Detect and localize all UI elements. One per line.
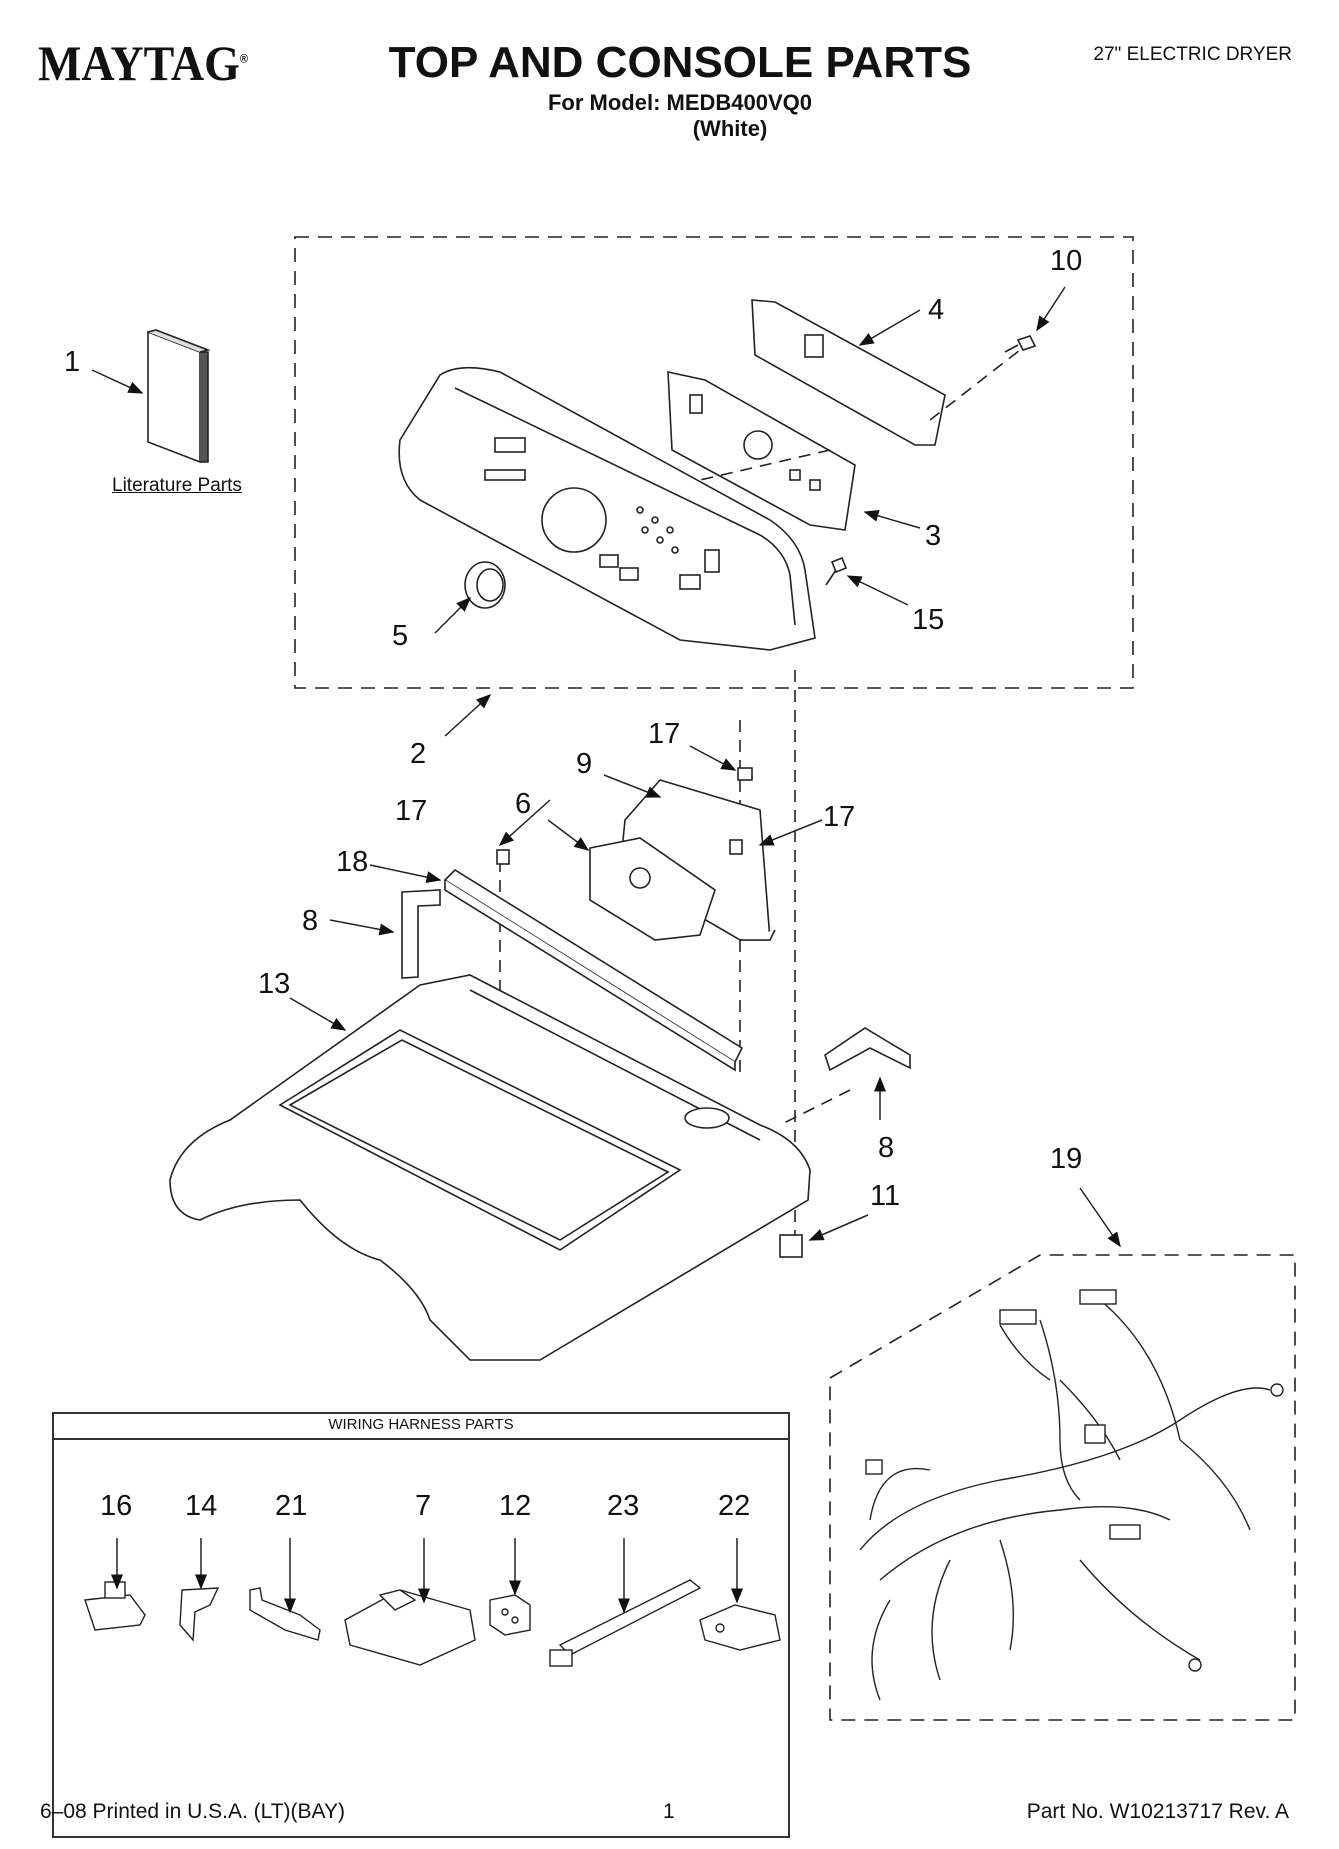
harness-part-icons [84, 1579, 781, 1667]
callout-17-left: 17 [395, 795, 428, 827]
icon-7 [344, 1589, 476, 1666]
console-rear-panel [751, 299, 946, 446]
harness-callout-16: 16 [100, 1490, 133, 1522]
harness-box [829, 1254, 1296, 1721]
pad-8-left [401, 889, 441, 979]
harness-callout-12: 12 [499, 1490, 532, 1522]
icon-21 [249, 1587, 321, 1641]
pad-8-right [824, 1027, 911, 1072]
harness-callout-14: 14 [185, 1490, 218, 1522]
callout-10: 10 [1050, 245, 1083, 277]
harness-callout-21: 21 [275, 1490, 308, 1522]
top-panel [169, 974, 811, 1361]
brand-name: MAYTAG [38, 35, 240, 91]
callout-9: 9 [576, 748, 593, 780]
harness-callout-23: 23 [607, 1490, 640, 1522]
callout-5: 5 [392, 620, 409, 652]
harness-arrows [111, 1538, 743, 1614]
color-line: (White) [692, 116, 768, 141]
page-title: TOP AND CONSOLE PARTS [388, 38, 972, 87]
screw-10 [1004, 335, 1037, 353]
literature-label: Literature Parts [112, 475, 242, 496]
callout-17-right: 17 [823, 801, 856, 833]
callout-17-top: 17 [648, 718, 681, 750]
icon-23 [549, 1579, 702, 1667]
callout-18: 18 [336, 846, 369, 878]
screw-15 [825, 556, 848, 586]
part-number: Part No. W10213717 Rev. A [1026, 1800, 1289, 1823]
knob [464, 561, 506, 609]
literature-booklet [147, 329, 211, 464]
wiring-harness-parts-heading: WIRING HARNESS PARTS [52, 1412, 790, 1440]
wiring-harness-parts-box [52, 1412, 790, 1838]
callout-8-left: 8 [302, 905, 319, 937]
icon-12 [489, 1594, 531, 1636]
callout-6: 6 [515, 788, 532, 820]
icon-14 [179, 1587, 220, 1642]
callout-4: 4 [928, 294, 945, 326]
print-info: 6–08 Printed in U.S.A. (LT)(BAY) [40, 1800, 346, 1823]
screw-17 [496, 767, 753, 865]
bracket-9 [619, 779, 776, 941]
console-panel [398, 366, 816, 651]
model-line: For Model: MEDB400VQ0 [547, 90, 813, 115]
foot-11 [779, 1234, 803, 1258]
user-interface-board [667, 370, 856, 531]
harness-callout-22: 22 [718, 1490, 751, 1522]
callout-11: 11 [870, 1180, 901, 1212]
callout-1: 1 [64, 346, 81, 378]
callout-19: 19 [1050, 1143, 1083, 1175]
callout-arrows [91, 286, 1121, 1248]
callout-3: 3 [925, 520, 942, 552]
brand-logo: MAYTAG® [38, 34, 248, 92]
callout-8-right: 8 [878, 1132, 895, 1164]
bracket-18 [443, 868, 744, 1072]
callout-15: 15 [912, 604, 945, 636]
console-assembly-box [294, 236, 1134, 689]
registered-mark: ® [239, 51, 249, 66]
product-type: 27" ELECTRIC DRYER [1093, 44, 1292, 65]
icon-22 [699, 1604, 781, 1651]
control-board [589, 837, 716, 941]
callout-2: 2 [410, 738, 427, 770]
harness-callout-7: 7 [415, 1490, 432, 1522]
callout-13: 13 [258, 968, 291, 1000]
wire-harness [859, 1289, 1284, 1701]
page-number: 1 [663, 1800, 675, 1823]
